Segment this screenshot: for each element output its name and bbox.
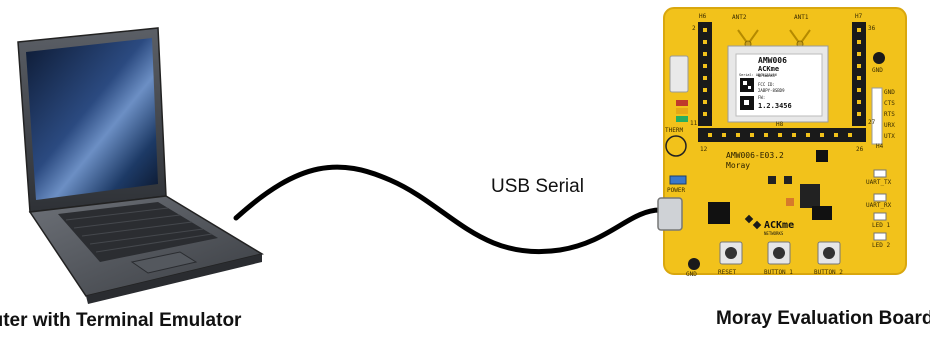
label-ant2: ANT2 bbox=[732, 14, 747, 21]
usb-cable bbox=[233, 164, 663, 255]
button-label-1: BUTTON 1 bbox=[764, 269, 793, 276]
module-serial: Serial: ABCD123456 bbox=[739, 73, 777, 77]
label-ant1: ANT1 bbox=[794, 14, 809, 21]
caption-computer: puter with Terminal Emulator bbox=[0, 310, 242, 331]
led-uart-rx bbox=[873, 193, 887, 202]
right-pin-2: RTS bbox=[884, 111, 895, 118]
right-pin-header bbox=[871, 87, 883, 145]
button-2 bbox=[817, 241, 841, 265]
module-fw-version: 1.2.3456 bbox=[758, 102, 792, 110]
laptop-touchpad bbox=[130, 251, 198, 274]
label-h6: H6 bbox=[699, 13, 707, 20]
gnd-hole-top bbox=[873, 52, 885, 64]
keyboard-keys bbox=[65, 207, 213, 253]
label-pin-2: 2 bbox=[692, 25, 696, 32]
button-1 bbox=[767, 241, 791, 265]
label-gnd-top: GND bbox=[872, 67, 883, 74]
board-name: AMW006-E03.2 bbox=[726, 151, 784, 160]
led-red bbox=[676, 100, 688, 106]
module-networks: NETWORKS bbox=[758, 74, 775, 78]
right-pin-4: UTX bbox=[884, 133, 895, 140]
right-pin-0: GND bbox=[884, 89, 895, 96]
label-gnd-bottom: GND bbox=[686, 271, 697, 278]
led-amber bbox=[676, 108, 688, 114]
reset-button bbox=[719, 241, 743, 265]
module-name: AMW006 bbox=[758, 56, 787, 65]
label-h7: H7 bbox=[855, 13, 863, 20]
label-pin-11: 11 bbox=[690, 120, 698, 127]
caption-board: Moray Evaluation Board bbox=[716, 308, 930, 329]
cable-label: USB Serial bbox=[491, 176, 584, 197]
led-label-1: UART_RX bbox=[866, 202, 892, 209]
thermistor bbox=[665, 135, 687, 157]
label-h8: H8 bbox=[776, 121, 784, 128]
brand-sub: NETWORKS bbox=[764, 231, 784, 236]
battery-connector bbox=[669, 55, 689, 93]
button-label-2: BUTTON 2 bbox=[814, 269, 843, 276]
laptop-front-edge bbox=[86, 254, 262, 304]
label-pin-12: 12 bbox=[700, 146, 708, 153]
board-sub: Moray bbox=[726, 161, 750, 170]
module-fcc: FCC ID: bbox=[758, 82, 775, 87]
brand-name: ACKme bbox=[764, 220, 794, 231]
module-fw: FW: bbox=[758, 95, 765, 100]
label-pin-26: 26 bbox=[856, 146, 864, 153]
label-power: POWER bbox=[667, 187, 685, 194]
usb-connector bbox=[657, 197, 683, 231]
small-ic bbox=[816, 150, 828, 162]
laptop-keyboard bbox=[58, 202, 218, 262]
led-label-2: LED 1 bbox=[872, 222, 890, 229]
led-uart-tx bbox=[873, 169, 887, 178]
regulator bbox=[800, 184, 820, 208]
led-green bbox=[676, 116, 688, 122]
label-pin-27: 27 bbox=[868, 119, 876, 126]
led-label-3: LED 2 bbox=[872, 242, 890, 249]
laptop bbox=[17, 27, 264, 304]
right-pin-3: URX bbox=[884, 122, 895, 129]
right-pin-1: CTS bbox=[884, 100, 895, 107]
module-fcc-id: 2ABPY-8SBD9 bbox=[758, 88, 785, 93]
label-therm: THERM bbox=[665, 127, 683, 134]
power-led bbox=[669, 175, 687, 185]
usb-ic bbox=[708, 202, 730, 224]
led-2 bbox=[873, 232, 887, 241]
button-label-reset: RESET bbox=[718, 269, 736, 276]
label-pin-36: 36 bbox=[868, 25, 876, 32]
moray-board: H6 H7 2 36 11 27 12 26 H8 H4 ANT2 ANT1 G… bbox=[657, 7, 907, 278]
module-brand: ACKme bbox=[758, 65, 779, 73]
header-h6 bbox=[698, 22, 712, 126]
gnd-hole-bottom bbox=[688, 258, 700, 270]
led-1 bbox=[873, 212, 887, 221]
header-pins bbox=[703, 28, 861, 116]
laptop-screen bbox=[26, 38, 158, 200]
header-h7 bbox=[852, 22, 866, 126]
label-h4: H4 bbox=[876, 143, 884, 150]
led-label-0: UART_TX bbox=[866, 179, 892, 186]
